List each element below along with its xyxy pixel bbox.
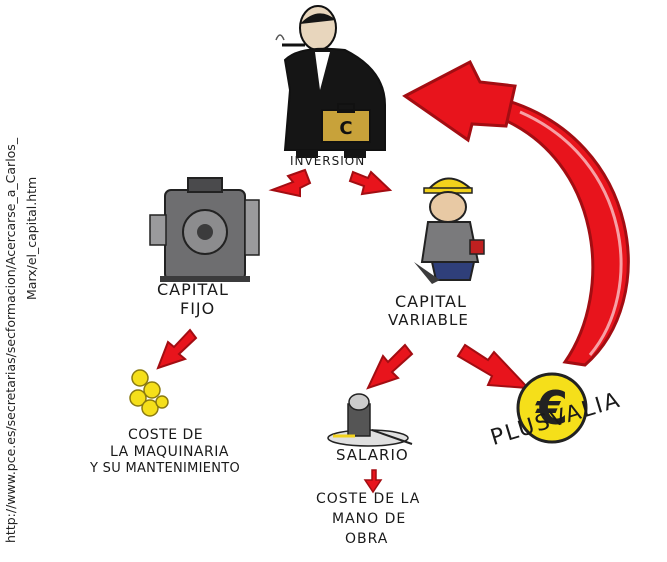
label-capital-fijo-1: CAPITAL [157, 280, 229, 299]
machine-icon [149, 177, 260, 282]
label-inversion: INVERSIÓN [290, 154, 366, 168]
plate-icon [327, 393, 413, 447]
arrow-inversion-to-variable [348, 170, 393, 196]
euro-symbol: € [535, 381, 568, 435]
briefcase-letter: C [339, 118, 352, 139]
arrow-inversion-to-fijo [268, 168, 312, 198]
label-capital-fijo-2: FIJO [180, 299, 216, 318]
label-coste-maquinaria-3: Y SU MANTENIMIENTO [90, 461, 241, 476]
worker-icon [414, 177, 485, 284]
plusvalia-return-arrow [402, 59, 630, 367]
label-capital-variable-1: CAPITAL [395, 292, 467, 311]
label-coste-mano-3: OBRA [345, 531, 389, 547]
label-coste-maquinaria-2: LA MAQUINARIA [110, 444, 229, 460]
arrow-variable-to-salario [366, 343, 414, 390]
label-salario: SALARIO [336, 446, 409, 464]
label-coste-mano-2: MANO DE [332, 511, 407, 527]
arrow-variable-to-plusvalia [456, 343, 531, 390]
label-coste-maquinaria-1: COSTE DE [128, 427, 204, 443]
coins-icon [129, 369, 169, 417]
arrow-fijo-to-coste [156, 328, 198, 370]
euro-coin-icon: € [516, 372, 588, 444]
label-capital-variable-2: VARIABLE [388, 311, 469, 329]
briefcase-icon: C [321, 103, 371, 143]
arrow-salario-to-coste [363, 469, 383, 494]
label-coste-mano-1: COSTE DE LA [316, 491, 421, 507]
